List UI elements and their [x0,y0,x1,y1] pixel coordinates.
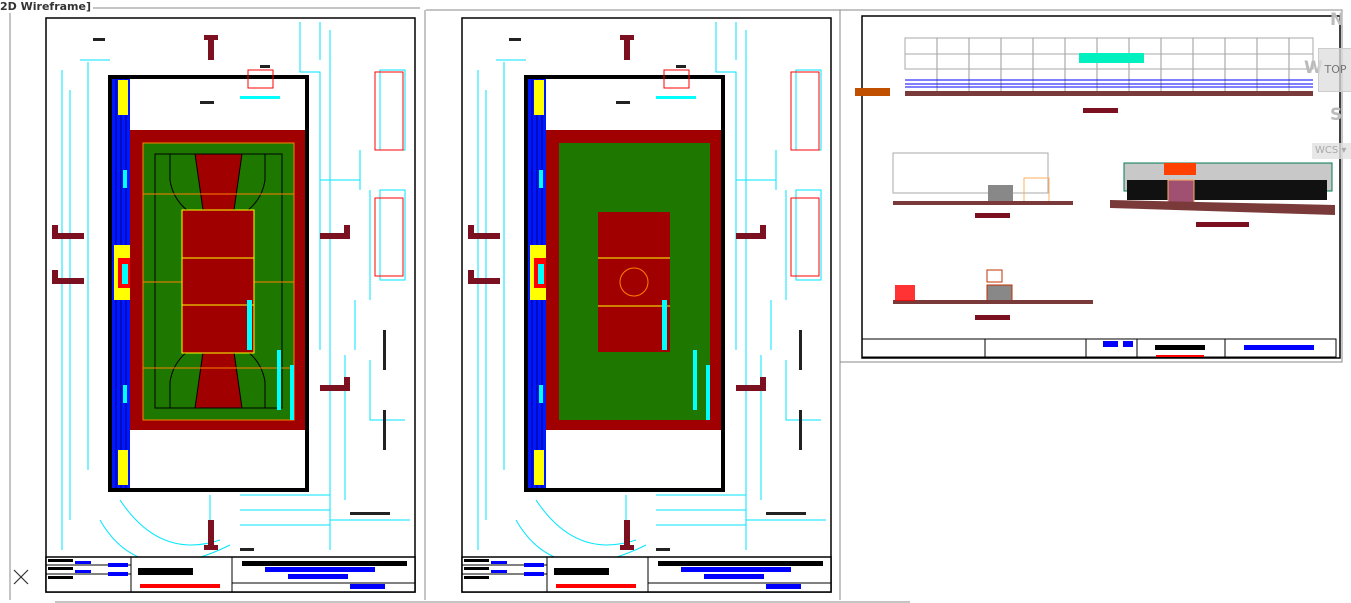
elevation-4 [893,269,1093,320]
wcs-dropdown[interactable]: WCS ▾ [1312,143,1351,159]
viewcube-north[interactable]: N [1330,10,1345,30]
elevation-2 [892,152,1073,218]
court-plan-sheet-2[interactable] [460,16,833,594]
viewcube[interactable]: N W TOP S WCS ▾ [1300,0,1351,170]
elevation-3 [1110,162,1335,227]
court-plan-sheet-1[interactable] [45,17,416,593]
viewport-label[interactable]: 2D Wireframe] [0,0,93,13]
title-block [45,556,416,593]
elevations-sheet[interactable] [855,15,1341,359]
title-block [861,338,1337,358]
viewport-frames [9,7,1343,603]
viewcube-south[interactable]: S [1330,105,1343,125]
viewcube-top-face[interactable]: TOP [1318,48,1351,92]
elevation-1 [855,37,1314,113]
ucs-icon [13,569,29,585]
